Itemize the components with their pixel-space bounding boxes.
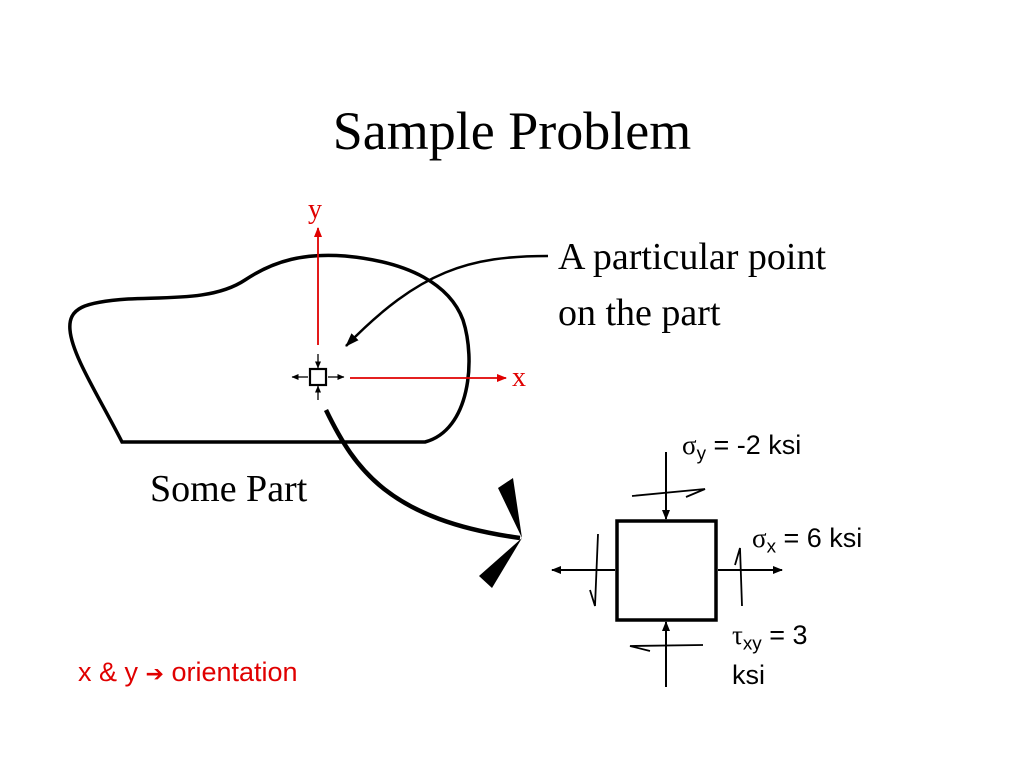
tau-xy-symbol: τ xyxy=(732,620,743,650)
tau-xy-value: = 3 xyxy=(761,620,808,650)
x-axis-label: x xyxy=(512,362,526,393)
shear-right xyxy=(734,547,743,607)
sigma-x-symbol: σ xyxy=(752,523,767,553)
sigma-y-label: σy = -2 ksi xyxy=(682,430,801,466)
orientation-note-part1: x & y xyxy=(78,657,146,687)
stress-element xyxy=(615,519,718,622)
tau-xy-sub: xy xyxy=(742,633,762,655)
orientation-note: x & y ➔ orientation xyxy=(78,657,298,688)
tau-xy-unit: ksi xyxy=(732,660,765,690)
orientation-note-part2: orientation xyxy=(163,657,298,687)
sigma-x-value: = 6 ksi xyxy=(776,523,863,553)
slide-title: Sample Problem xyxy=(332,101,692,161)
part-label: Some Part xyxy=(150,468,308,510)
orientation-arrow-icon: ➔ xyxy=(145,662,164,687)
point-element xyxy=(308,367,328,387)
sigma-x-sub: x xyxy=(766,536,777,558)
sigma-x-label: σx = 6 ksi xyxy=(752,523,862,559)
shear-bottom xyxy=(629,644,704,652)
sigma-y-sub: y xyxy=(696,443,707,465)
zoom-arrow-head-upper xyxy=(498,478,522,538)
sigma-y-symbol: σ xyxy=(682,430,697,460)
part-outline xyxy=(68,253,471,444)
zoom-arrow-curve xyxy=(323,409,521,541)
callout-line-1: A particular point xyxy=(558,236,827,278)
zoom-arrow-head-lower xyxy=(479,538,522,588)
shear-top xyxy=(631,488,706,498)
y-axis-label: y xyxy=(308,194,322,225)
shear-left xyxy=(589,533,599,607)
callout-arrow xyxy=(345,254,549,347)
callout-line-2: on the part xyxy=(558,292,721,334)
sigma-y-value: = -2 ksi xyxy=(706,430,802,460)
tau-xy-label: τxy = 3 xyxy=(732,620,808,656)
